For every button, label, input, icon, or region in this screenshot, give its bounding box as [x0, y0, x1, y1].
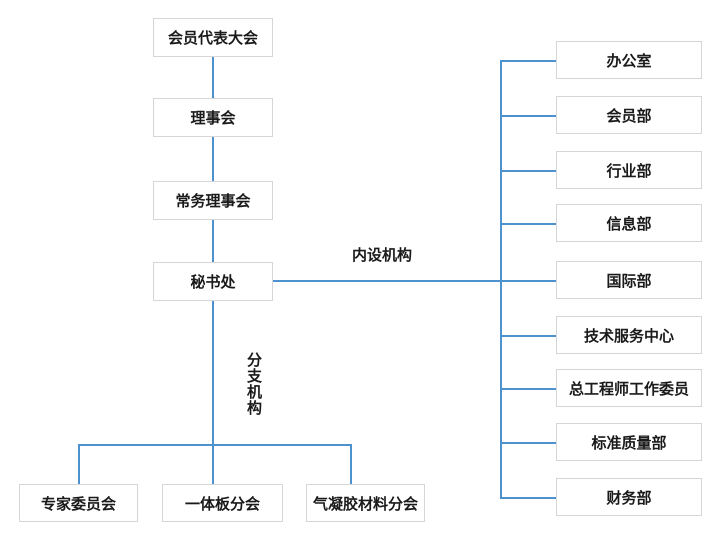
node-secretariat: 秘书处 [153, 262, 273, 301]
connector-council-standing [212, 137, 214, 181]
connector-membership-dept [500, 115, 556, 117]
label-internal-departments: 内设机构 [352, 247, 413, 264]
connector-expert-committee-drop [78, 444, 80, 484]
connector-branches-horizontal [78, 444, 350, 446]
node-tech-service-center: 技术服务中心 [556, 316, 702, 354]
node-expert-committee: 专家委员会 [19, 484, 138, 522]
label-branch-organizations: 分支机构 [245, 352, 262, 416]
connector-chief-engineer-committee [500, 388, 556, 390]
connector-secretariat-branches [212, 301, 214, 489]
connector-secretariat-internal-trunk [273, 280, 556, 282]
node-office: 办公室 [556, 41, 702, 79]
connector-finance-dept [500, 497, 556, 499]
connector-internal-trunk-vertical [500, 60, 502, 498]
connector-standards-quality-dept [500, 442, 556, 444]
connector-aerogel-branch-drop [350, 444, 352, 484]
connector-office [500, 60, 556, 62]
node-chief-engineer-committee: 总工程师工作委员 [556, 369, 702, 407]
node-industry-dept: 行业部 [556, 151, 702, 189]
node-international-dept: 国际部 [556, 261, 702, 299]
node-finance-dept: 财务部 [556, 478, 702, 516]
connector-standing-secretariat [212, 220, 214, 262]
node-standards-quality-dept: 标准质量部 [556, 423, 702, 461]
connector-industry-dept [500, 170, 556, 172]
node-aerogel-materials-branch: 气凝胶材料分会 [306, 484, 425, 522]
node-information-dept: 信息部 [556, 204, 702, 242]
connector-tech-service-center [500, 335, 556, 337]
connector-information-dept [500, 223, 556, 225]
node-integrated-panel-branch: 一体板分会 [162, 484, 283, 522]
node-member-congress: 会员代表大会 [153, 18, 273, 57]
node-membership-dept: 会员部 [556, 96, 702, 134]
node-standing-council: 常务理事会 [153, 181, 273, 220]
node-council: 理事会 [153, 98, 273, 137]
connector-congress-council [212, 57, 214, 98]
